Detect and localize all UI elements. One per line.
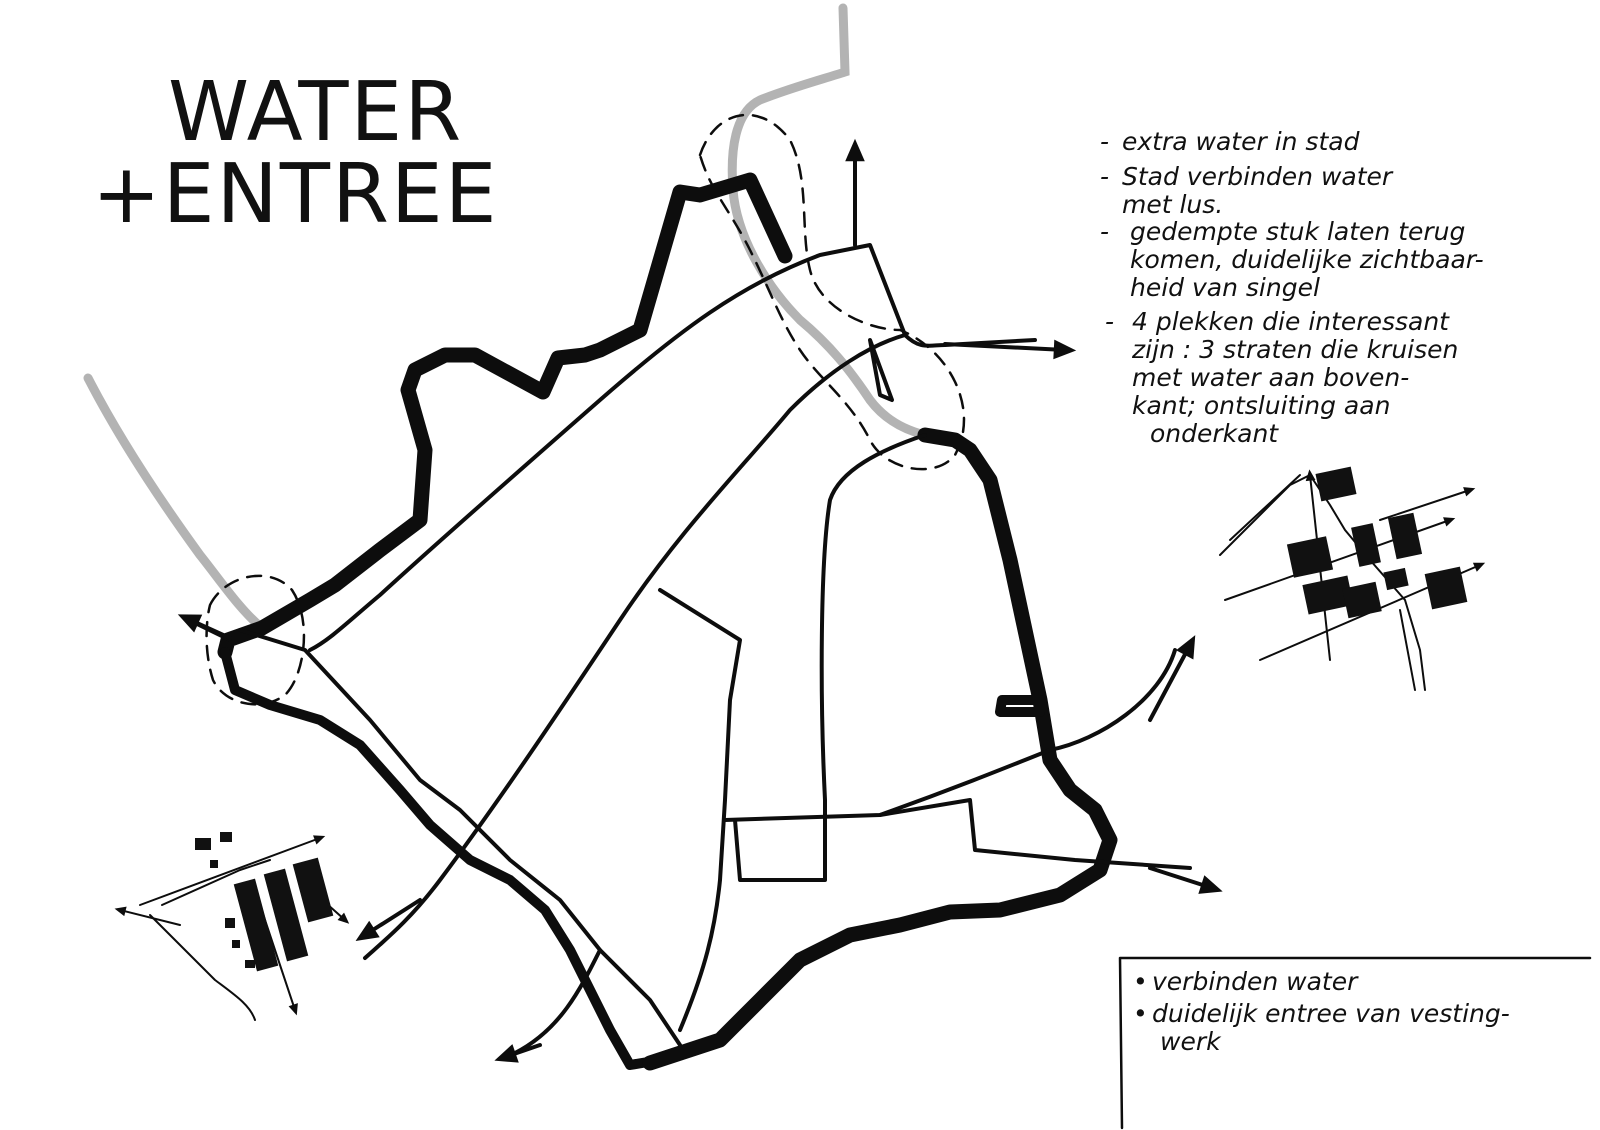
street-cross-east — [723, 798, 1192, 870]
street-east-loop — [733, 433, 927, 882]
note-4-bullet: - — [1105, 307, 1114, 336]
fortress-outline — [217, 172, 1118, 1071]
detail-east-building-8 — [1383, 567, 1409, 591]
summary-box-frame — [1118, 956, 1592, 1130]
detail-west-building-4 — [195, 838, 211, 850]
detail-east-water-2 — [1229, 474, 1301, 541]
note-3-line-3: heid van singel — [1130, 273, 1320, 302]
street-sw-link — [513, 948, 602, 1055]
note-4-line-4: kant; ontsluiting aan — [1132, 391, 1390, 420]
water-crossings — [205, 113, 966, 706]
detail-west-building-9 — [245, 960, 255, 968]
street-network — [193, 243, 1192, 1055]
dashed-loop-north — [698, 113, 966, 471]
detail-east-building-7 — [1424, 566, 1468, 610]
detail-west-building-7 — [225, 918, 235, 928]
note-2-bullet: - — [1100, 162, 1109, 191]
detail-west-building-3 — [292, 857, 334, 923]
title-line-1: WATER — [168, 65, 463, 160]
note-3-line-1: gedempte stuk laten terug — [1130, 217, 1465, 246]
arrow-west — [177, 614, 232, 640]
arrow-east — [943, 339, 1077, 360]
fortress-wall-north — [217, 172, 793, 660]
note-3-line-2: komen, duidelijke zichtbaar- — [1130, 245, 1484, 274]
detail-east-water-1 — [1219, 474, 1426, 691]
note-3-bullet: - — [1100, 217, 1109, 246]
street-diagonal-main — [238, 628, 682, 1047]
fortress-wall-west — [220, 647, 665, 1070]
water-channel-west — [83, 373, 267, 633]
detail-west-water-1 — [149, 914, 256, 1021]
detail-east-building-6 — [1342, 581, 1382, 619]
detail-sketch-west — [114, 832, 350, 1021]
detail-west-building-8 — [232, 940, 240, 948]
arrow-southwest — [355, 898, 422, 942]
detail-sketch-east — [1219, 466, 1486, 691]
detail-east-water-3 — [1399, 609, 1416, 691]
street-inner-ring — [363, 333, 907, 960]
detail-west-street-1 — [139, 835, 326, 906]
summary-2-line-1: duidelijk entree van vesting- — [1152, 999, 1510, 1028]
detail-east-building-1 — [1315, 466, 1357, 502]
note-4-line-3: met water aan boven- — [1132, 363, 1409, 392]
detail-east-building-2 — [1286, 536, 1334, 578]
street-south-loop — [658, 588, 742, 1032]
design-notes: - extra water in stad - Stad verbinden w… — [1100, 127, 1484, 448]
street-cross-mid — [878, 648, 1177, 817]
note-1-line-1: extra water in stad — [1122, 127, 1360, 156]
note-4-line-5: onderkant — [1150, 419, 1279, 448]
detail-west-building-6 — [210, 860, 218, 868]
arrow-east-mid — [1148, 635, 1196, 722]
detail-east-building-5 — [1387, 512, 1423, 560]
arrow-east-low — [1148, 866, 1223, 894]
title-line-2: +ENTREE — [92, 147, 499, 242]
arrow-south — [494, 1043, 542, 1063]
summary-1-bullet: • — [1133, 967, 1148, 996]
fortress-bastion-east — [995, 695, 1045, 717]
summary-box: • verbinden water • duidelijk entree van… — [1118, 956, 1592, 1130]
dashed-loop-west — [205, 574, 306, 706]
fortress-wall-south — [642, 427, 1118, 1071]
detail-east-street-4 — [1379, 487, 1476, 521]
detail-west-water-2 — [161, 859, 271, 906]
route-arrows — [177, 138, 1223, 1063]
detail-west-building-2 — [263, 868, 309, 962]
note-2-line-2: met lus. — [1122, 190, 1223, 219]
note-2-line-1: Stad verbinden water — [1122, 162, 1394, 191]
detail-west-street-2 — [114, 906, 181, 926]
note-4-line-1: 4 plekken die interessant — [1132, 307, 1450, 336]
summary-2-bullet: • — [1133, 999, 1148, 1028]
summary-2-line-2: werk — [1160, 1027, 1222, 1056]
detail-west-building-5 — [220, 832, 232, 842]
note-1-bullet: - — [1100, 127, 1109, 156]
note-4-line-2: zijn : 3 straten die kruisen — [1131, 335, 1458, 364]
summary-1-line-1: verbinden water — [1152, 967, 1359, 996]
detail-east-building-4 — [1351, 523, 1381, 567]
fortress-notch-north — [868, 338, 894, 402]
title-block: WATER +ENTREE — [92, 65, 499, 242]
detail-east-building-3 — [1302, 575, 1354, 615]
detail-west-building-1 — [233, 878, 279, 972]
